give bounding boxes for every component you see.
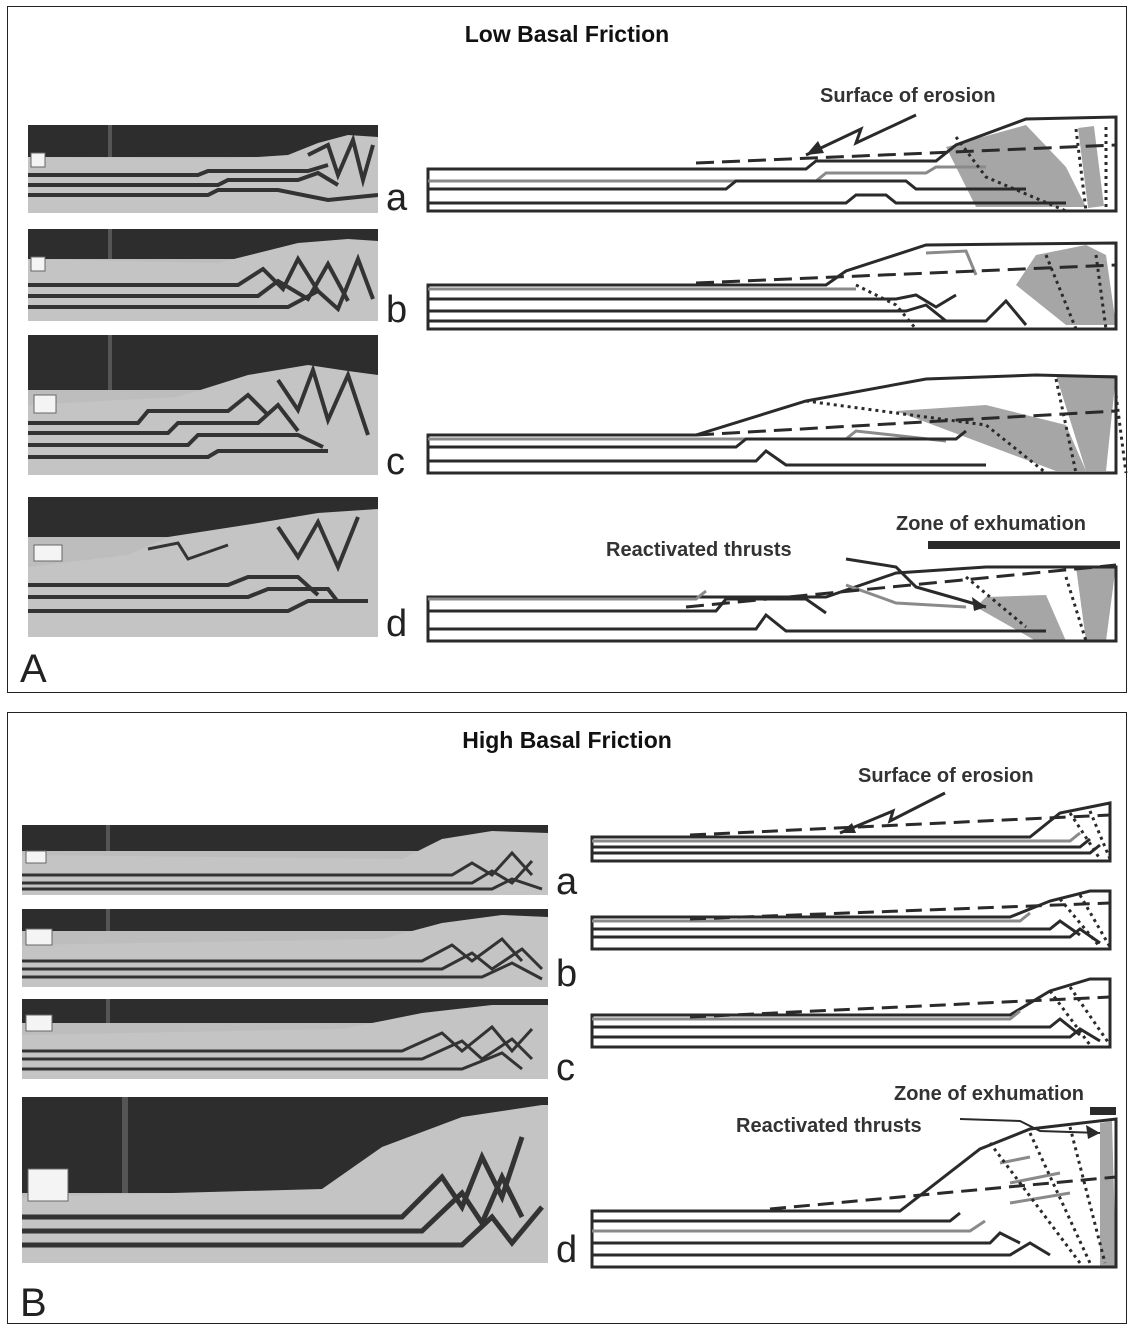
cross-section-sketch <box>590 885 1120 955</box>
panel-title: Low Basal Friction <box>8 21 1126 48</box>
experiment-photo <box>28 335 378 475</box>
cross-section-sketch <box>590 1103 1120 1273</box>
row-label-c: c <box>556 1049 575 1087</box>
row-label-b: b <box>386 291 407 329</box>
zone-of-exhumation-label: Zone of exhumation <box>896 513 1086 536</box>
row-label-d: d <box>386 605 407 643</box>
cross-section-sketch <box>426 537 1126 647</box>
row-label-a: a <box>386 179 407 217</box>
erosion-arrow <box>426 107 1126 167</box>
experiment-photo <box>22 999 548 1079</box>
experiment-photo <box>22 825 548 895</box>
row-label-d: d <box>556 1231 577 1269</box>
cross-section-sketch <box>590 793 1120 863</box>
cross-section-sketch <box>426 235 1126 335</box>
panel-letter: A <box>20 647 47 692</box>
surface-of-erosion-label: Surface of erosion <box>820 85 996 108</box>
row-label-b: b <box>556 955 577 993</box>
cross-section-sketch <box>426 365 1126 477</box>
panel-title: High Basal Friction <box>8 727 1126 754</box>
experiment-photo <box>28 125 378 213</box>
surface-of-erosion-label: Surface of erosion <box>858 765 1034 788</box>
cross-section-sketch <box>590 975 1120 1055</box>
panel-letter: B <box>20 1281 47 1326</box>
row-label-a: a <box>556 863 577 901</box>
experiment-photo <box>22 909 548 987</box>
panel-high-basal-friction: High Basal Friction <box>7 712 1127 1324</box>
row-label-c: c <box>386 443 405 481</box>
experiment-photo <box>28 497 378 637</box>
experiment-photo <box>22 1097 548 1263</box>
experiment-photo <box>28 229 378 321</box>
panel-low-basal-friction: Low Basal Friction <box>7 6 1127 693</box>
